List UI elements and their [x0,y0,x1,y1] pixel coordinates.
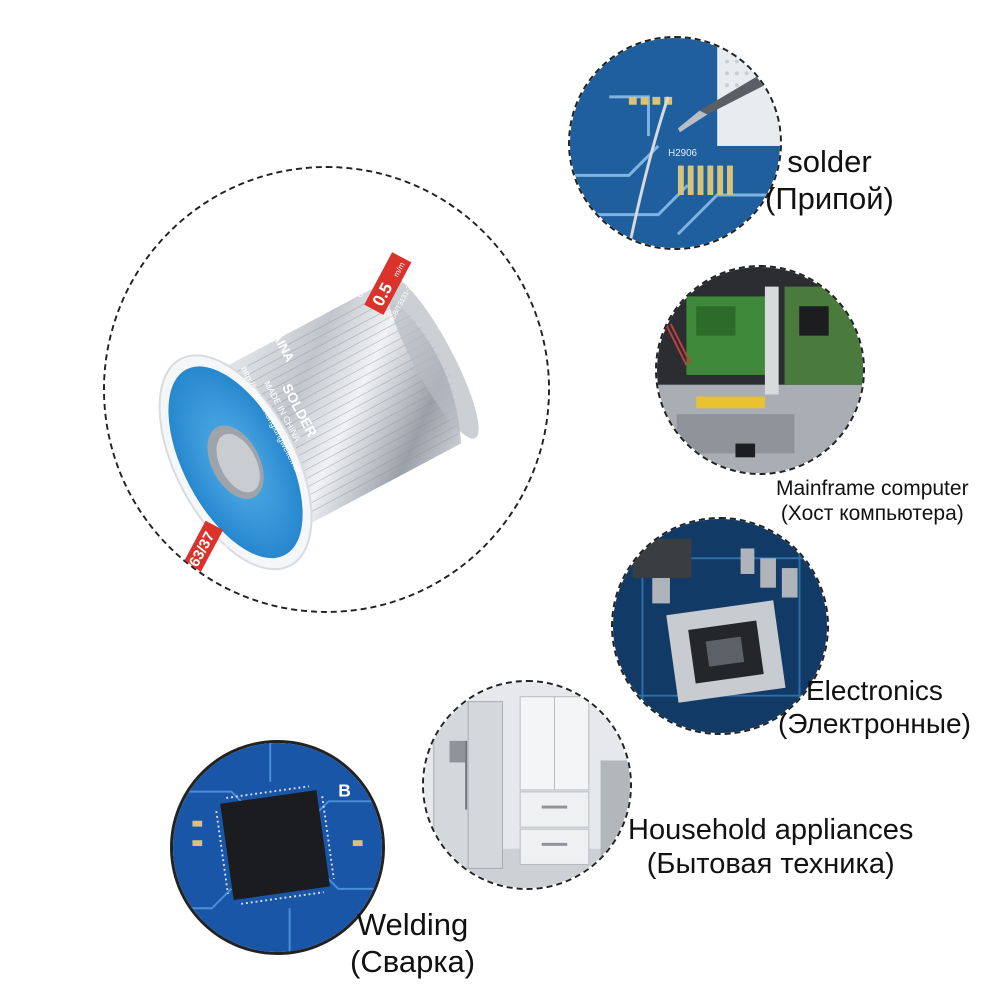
application-label-welding: Welding (Сварка) [350,907,475,980]
application-label-household: Household appliances (Бытовая техника) [628,813,913,881]
label-ru: (Хост компьютера) [780,501,964,525]
household-appliances-photo [422,680,632,890]
computer-internals-illustration [657,267,863,473]
label-ru: (Электронные) [778,708,971,740]
label-en: Mainframe computer [776,477,969,500]
pcb-marking-text: B [338,780,351,800]
pcb-silk-text: H2906 [668,148,697,159]
label-en: Household appliances [628,814,914,846]
refrigerators-illustration [424,682,630,888]
application-label-mainframe: Mainframe computer (Хост компьютера) [776,477,969,527]
solder-spool-photo: SOLDER MADE IN CHINA http://www.zhongxin… [103,166,550,613]
pcb-soldering-illustration: H2906 [570,38,780,248]
welding-chip-photo: B [170,740,385,955]
label-ru: (Сварка) [350,943,476,979]
chip-on-pcb-illustration: B [173,743,382,952]
label-en: Electronics [805,675,943,706]
application-label-electronics: Electronics (Электронные) [778,674,971,740]
label-ru: (Припой) [765,180,894,216]
motherboard-socket-illustration [613,519,827,733]
label-en: solder [787,144,872,179]
electronics-photo [611,517,829,735]
label-en: Welding [356,907,469,942]
solder-spool-illustration: SOLDER MADE IN CHINA http://www.zhongxin… [105,168,548,611]
solder-pcb-photo: H2906 [568,36,782,250]
label-ru: (Бытовая техника) [646,848,895,881]
application-label-solder: solder (Припой) [765,144,894,217]
mainframe-computer-photo [655,265,865,475]
